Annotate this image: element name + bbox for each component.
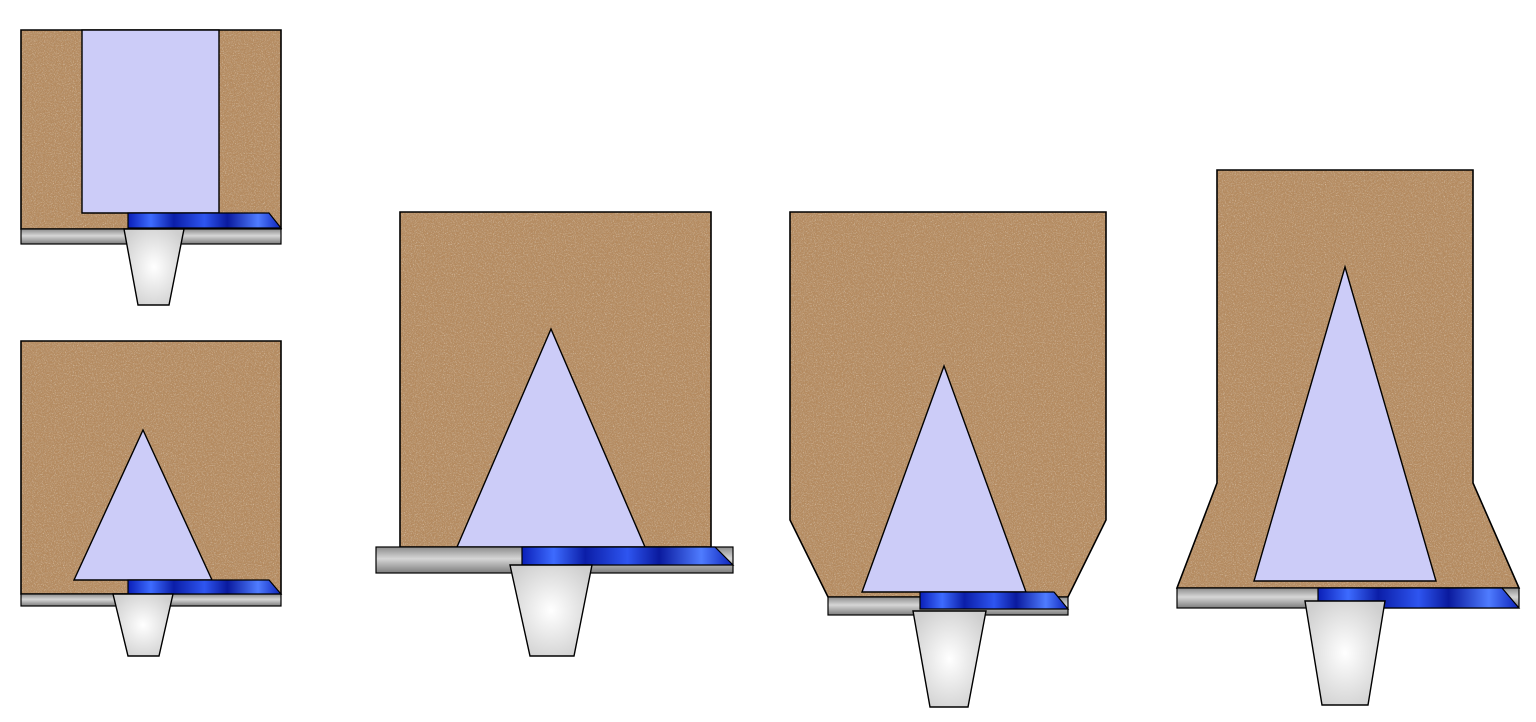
- panel-3: [375, 211, 735, 657]
- panel-2: [20, 340, 283, 657]
- slide-gate: [521, 546, 735, 566]
- outlet-funnel: [912, 610, 987, 708]
- outlet-funnel: [1304, 600, 1386, 706]
- outlet-funnel: [123, 228, 185, 306]
- slide-gate: [919, 591, 1070, 610]
- panel-5: [1175, 169, 1521, 706]
- panels-layer: [20, 29, 1521, 708]
- slide-gate: [127, 579, 283, 595]
- slide-gate: [127, 212, 283, 229]
- panel-4: [789, 211, 1107, 708]
- panel-1: [20, 29, 283, 306]
- outlet-funnel: [112, 593, 174, 657]
- flow-core: [1253, 264, 1437, 582]
- flow-core: [81, 29, 220, 214]
- outlet-funnel: [509, 564, 593, 657]
